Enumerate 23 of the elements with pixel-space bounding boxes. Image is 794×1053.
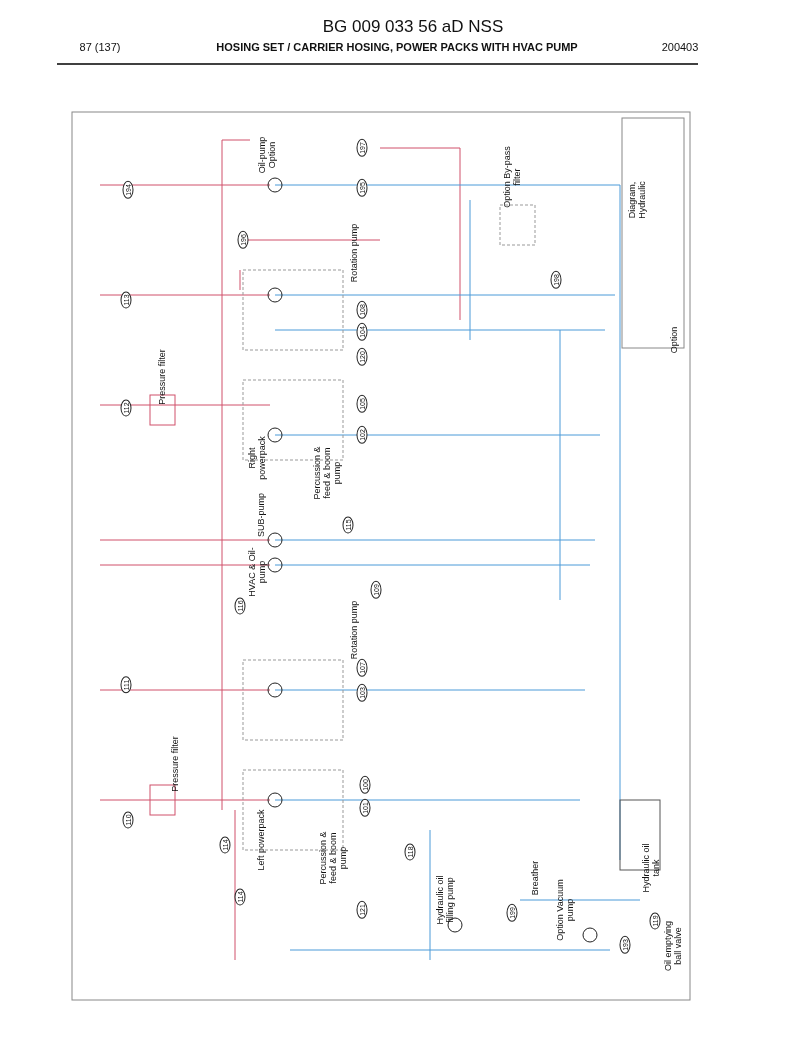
component-label: Option xyxy=(670,326,680,354)
component-label: Hydraulic oil tank xyxy=(642,842,662,895)
component-label: Percussion & feed & boom pump xyxy=(313,445,343,502)
component-label: Option Vacuum pump xyxy=(556,879,576,941)
date-code: 200403 xyxy=(661,41,699,53)
component-label: Right powerpack xyxy=(248,435,268,482)
component-label: Oil-pump Option xyxy=(258,135,278,176)
component-label: Pressure filter xyxy=(158,349,168,405)
component-label: Pressure filter xyxy=(171,736,181,792)
component-label: HVAC & Oil-pump xyxy=(248,546,268,599)
component-label: Percussion & feed & boom pump xyxy=(319,830,349,887)
component-label: Diagram, Hydraulic xyxy=(628,180,648,221)
component-label: Option By-pass filter xyxy=(503,146,523,208)
document-number: BG 009 033 56 aD NSS xyxy=(322,17,504,37)
component-label: Rotation pump xyxy=(350,600,360,660)
component-label: Left powerpack xyxy=(257,809,267,871)
component-label: Rotation pump xyxy=(350,223,360,283)
page-number: 87 (137) xyxy=(79,41,121,53)
component-label: Oil emptying ball valve xyxy=(664,920,684,973)
component-label: Breather xyxy=(531,860,541,896)
component-label: Hydraulic oil filling pump xyxy=(436,874,456,927)
page-heading: HOSING SET / CARRIER HOSING, POWER PACKS WITH HVAC PUMP xyxy=(216,41,578,53)
component-label: SUB-pump xyxy=(257,493,267,537)
